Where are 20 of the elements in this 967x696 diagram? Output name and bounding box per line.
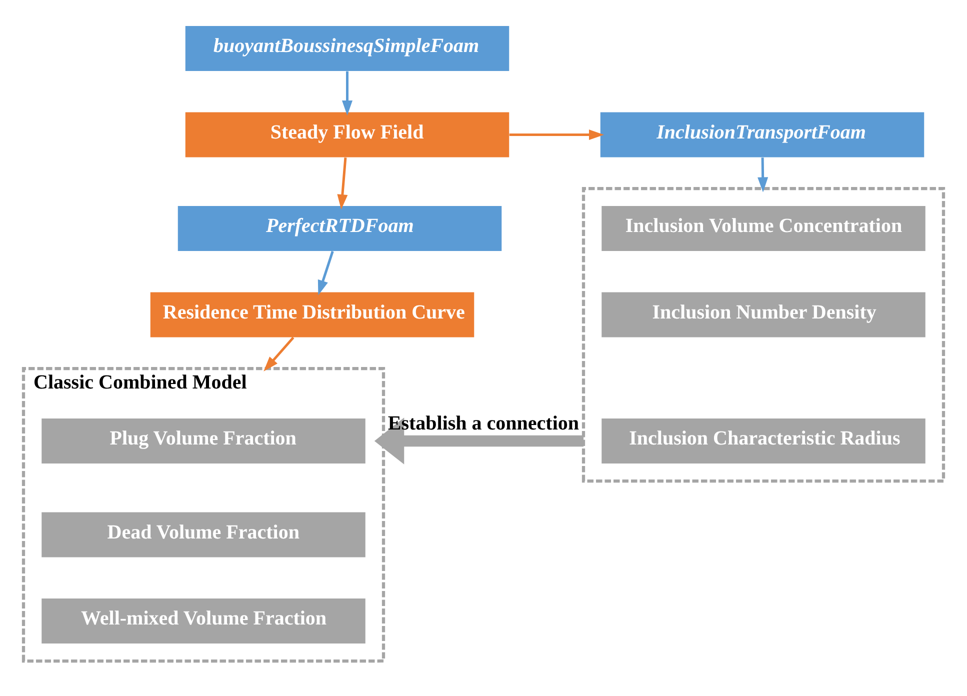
node-box: PerfectRTDFoam — [178, 206, 502, 250]
edge-label: Establish a connection — [388, 412, 580, 434]
node-box: Inclusion Characteristic Radius — [602, 418, 926, 463]
node-box: Inclusion Volume Concentration — [602, 206, 926, 250]
arrow — [758, 157, 768, 192]
arrow — [509, 128, 604, 140]
arrow — [318, 250, 334, 295]
node-box: buoyantBoussinesqSimpleFoam — [185, 26, 510, 70]
arrow — [342, 70, 353, 115]
node-box: Residence Time Distribution Curve — [150, 292, 474, 337]
node-box: Steady Flow Field — [185, 112, 510, 157]
node-box: InclusionTransportFoam — [600, 112, 924, 157]
arrow — [337, 157, 348, 210]
node-box: Inclusion Number Density — [602, 292, 926, 337]
arrow — [264, 336, 294, 371]
arrow — [374, 417, 584, 464]
node-box: Dead Volume Fraction — [42, 512, 366, 557]
node-box: Well-mixed Volume Fraction — [42, 598, 366, 643]
cluster — [582, 186, 946, 482]
node-box: Plug Volume Fraction — [42, 418, 366, 463]
